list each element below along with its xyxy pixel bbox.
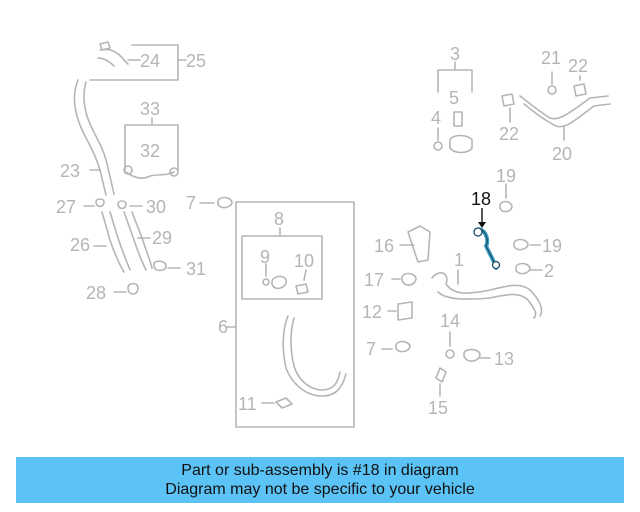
label-17: 17 <box>364 270 384 290</box>
label-10: 10 <box>294 251 314 271</box>
part-15-clip <box>435 367 447 383</box>
label-2: 2 <box>544 261 554 281</box>
parts-diagram: 24 25 33 32 23 27 30 26 29 31 28 7 8 9 1… <box>56 41 611 428</box>
part-24-clip <box>99 41 111 51</box>
box-8 <box>241 235 323 300</box>
part-12-fitting <box>397 301 413 321</box>
caption-line-2: Diagram may not be specific to your vehi… <box>165 481 475 498</box>
bracket-3 <box>437 61 473 93</box>
part-5-clip <box>453 111 463 127</box>
part-23-pipe <box>73 79 115 196</box>
label-19-top: 19 <box>496 166 516 186</box>
label-25: 25 <box>186 51 206 71</box>
part-32-hose <box>125 171 175 179</box>
label-21: 21 <box>541 48 561 68</box>
part-26-hose <box>101 211 131 273</box>
label-7-right: 7 <box>366 339 376 359</box>
label-7-top: 7 <box>186 193 196 213</box>
part-7c-clip <box>395 340 411 353</box>
part-30-clip <box>117 200 127 210</box>
label-33: 33 <box>140 99 160 119</box>
label-28: 28 <box>86 283 106 303</box>
part-2-clip <box>515 262 531 275</box>
part-11-clip <box>275 397 293 409</box>
label-15: 15 <box>428 398 448 418</box>
label-14: 14 <box>440 311 460 331</box>
part-3-fitting <box>449 134 473 154</box>
part-16-hose <box>407 225 431 263</box>
part-20-pipe <box>519 95 611 128</box>
label-23: 23 <box>60 161 80 181</box>
part-18-arrowhead <box>478 222 486 228</box>
label-13: 13 <box>494 349 514 369</box>
part-10-clip <box>295 283 309 295</box>
label-19-right: 19 <box>542 236 562 256</box>
label-24: 24 <box>140 51 160 71</box>
part-19-clip-right <box>513 238 529 251</box>
part-1-hose <box>431 272 543 319</box>
label-22-left: 22 <box>499 124 519 144</box>
part-22-clip-b <box>573 83 587 97</box>
label-12: 12 <box>362 302 382 322</box>
label-32: 32 <box>140 141 160 161</box>
bracket-33 <box>124 117 179 171</box>
label-4: 4 <box>431 108 441 128</box>
part-18-highlight <box>473 227 501 270</box>
label-3: 3 <box>450 44 460 64</box>
part-29-hose <box>123 211 153 271</box>
box-6 <box>235 201 355 428</box>
bracket-25 <box>89 44 179 81</box>
label-6: 6 <box>218 317 228 337</box>
label-1: 1 <box>454 250 464 270</box>
label-8: 8 <box>274 209 284 229</box>
label-31: 31 <box>186 259 206 279</box>
caption-line-1: Part or sub-assembly is #18 in diagram <box>181 462 459 479</box>
caption-banner: Part or sub-assembly is #18 in diagram D… <box>16 457 624 503</box>
part-24-hose <box>97 48 129 67</box>
part-9-clip <box>271 275 287 290</box>
part-28-clip <box>127 282 139 295</box>
label-27: 27 <box>56 197 76 217</box>
part-22-clip-a <box>501 93 515 107</box>
label-16: 16 <box>374 236 394 256</box>
part-13-clip <box>463 348 481 362</box>
part-19-clip-top <box>499 200 513 213</box>
part-7a-clip <box>217 196 233 209</box>
label-9: 9 <box>260 247 270 267</box>
label-11: 11 <box>238 394 257 414</box>
label-30: 30 <box>146 197 166 217</box>
label-18: 18 <box>471 189 491 209</box>
part-11-hose <box>282 315 347 397</box>
part-31-clip <box>153 260 167 272</box>
part-17-clip <box>401 272 417 286</box>
part-27-clip <box>95 198 105 208</box>
label-22-right: 22 <box>568 56 588 76</box>
label-5: 5 <box>449 88 459 108</box>
label-29: 29 <box>152 228 172 248</box>
label-26: 26 <box>70 235 90 255</box>
label-20: 20 <box>552 144 572 164</box>
